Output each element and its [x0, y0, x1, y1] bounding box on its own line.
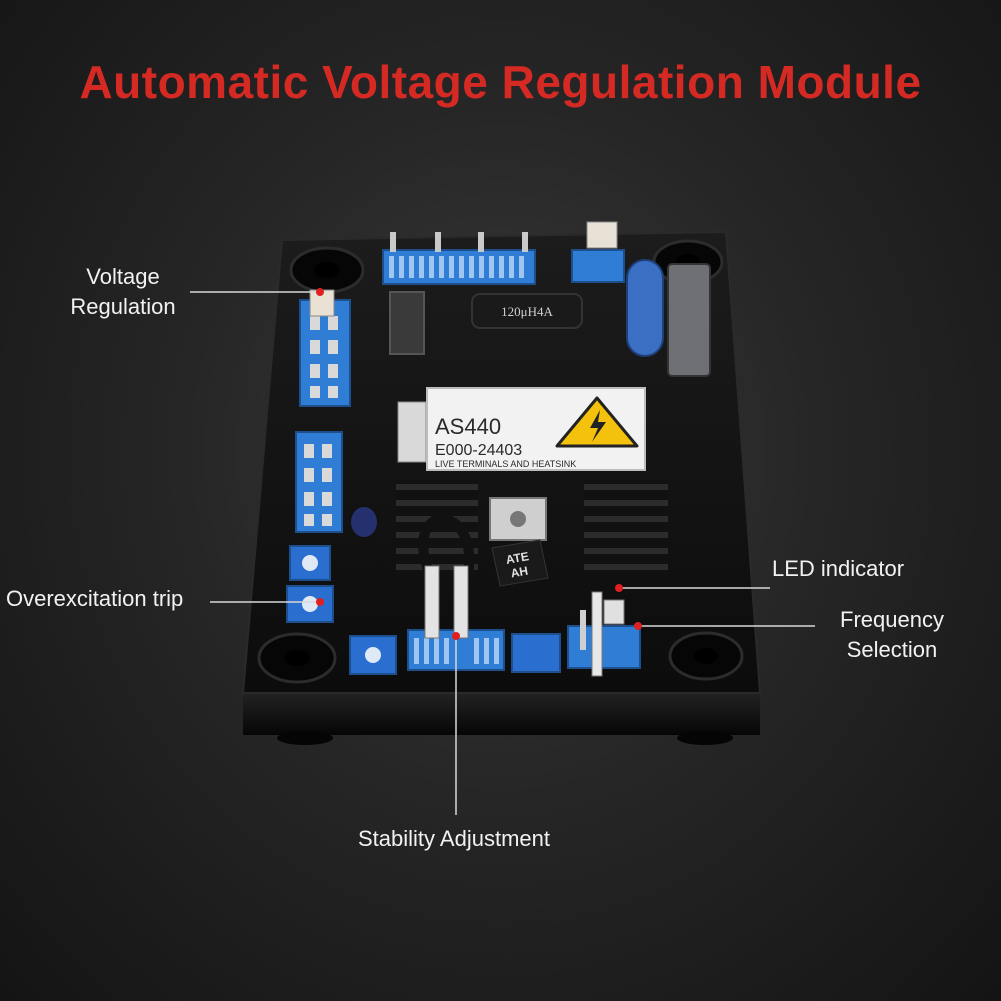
- callout-markers: [316, 288, 642, 640]
- model-number: AS440: [435, 414, 501, 439]
- frequency-selection-terminal: [567, 591, 641, 677]
- top-terminal-block: [382, 221, 625, 285]
- mounting-hole: [668, 631, 744, 681]
- potentiometer: [511, 633, 561, 673]
- pin-header: [295, 431, 379, 539]
- stability-adjustment-marker: [452, 632, 460, 640]
- overexcitation-trip-callout: Overexcitation trip: [6, 586, 184, 611]
- frequency-selection-line2: Selection: [846, 637, 938, 662]
- voltage-regulation-callout: Voltage Regulation: [40, 262, 206, 322]
- overexcitation-trip-marker: [316, 598, 324, 606]
- led-indicator-marker: [615, 584, 623, 592]
- page-title: Automatic Voltage Regulation Module: [79, 56, 922, 108]
- frequency-selection-marker: [634, 622, 642, 630]
- voltage-regulation-marker: [316, 288, 324, 296]
- product-label: AS440 E000-24403 LIVE TERMINALS AND HEAT…: [397, 387, 646, 471]
- capacitor: [667, 263, 711, 377]
- stability-adjustment-callout: Stability Adjustment: [358, 826, 550, 851]
- voltage-regulation-header: [299, 289, 351, 407]
- inductor-marking: 120μH4A: [501, 304, 553, 319]
- mounting-hole: [257, 632, 337, 684]
- potentiometer: [349, 635, 397, 675]
- transistor-marking: AH: [510, 564, 530, 581]
- high-voltage-warning-icon: [555, 396, 639, 448]
- warning-text: LIVE TERMINALS AND HEATSINK: [435, 459, 576, 469]
- frequency-selection-line1: Frequency: [840, 607, 944, 632]
- voltage-regulation-line1: Voltage: [86, 264, 160, 289]
- frequency-selection-callout: Frequency Selection: [820, 605, 964, 665]
- part-number: E000-24403: [435, 442, 522, 459]
- heatsink: [584, 480, 668, 576]
- overexcitation-trip-potentiometer: [286, 545, 334, 623]
- led-indicator-callout: LED indicator: [772, 556, 905, 581]
- voltage-regulation-line2: Regulation: [70, 294, 176, 319]
- resistor: [389, 291, 425, 355]
- power-transistor: ATE AH: [489, 497, 549, 587]
- leader-lines: [190, 291, 815, 815]
- capacitor: [626, 259, 664, 357]
- wire-loop: [418, 513, 475, 577]
- transistor-marking: ATE: [505, 549, 530, 567]
- inductor: 120μH4A: [471, 293, 583, 329]
- mounting-hole: [289, 246, 365, 294]
